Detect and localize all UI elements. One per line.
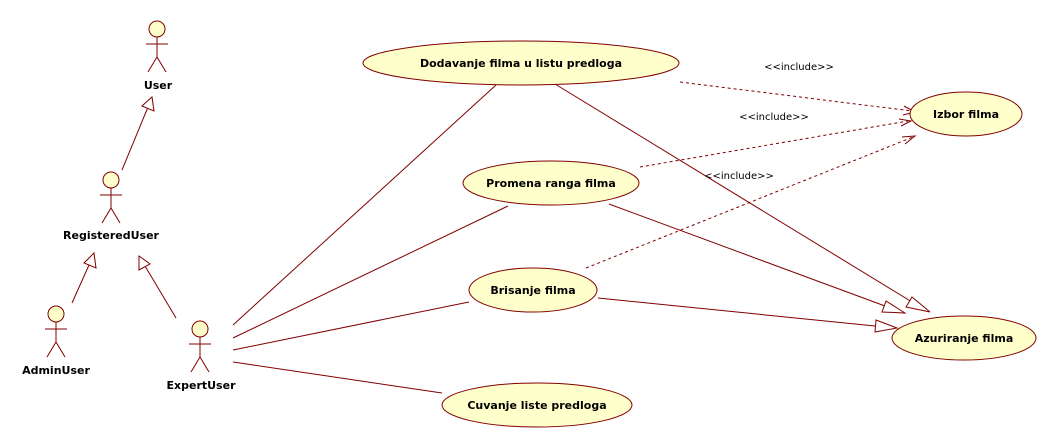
usecase-dodavanje-label: Dodavanje filma u listu predloga — [420, 57, 622, 70]
actor-expert-user[interactable]: ExpertUser — [167, 320, 237, 392]
usecase-promena[interactable]: Promena ranga filma — [462, 160, 640, 206]
usecase-izbor[interactable]: Izbor filma — [909, 91, 1023, 137]
actor-registered-user[interactable]: RegisteredUser — [63, 171, 160, 242]
actor-user[interactable]: User — [144, 20, 173, 92]
actor-admin-user[interactable]: AdminUser — [22, 305, 90, 377]
actor-user-label: User — [144, 79, 173, 92]
include-label-3: <<include>> — [704, 171, 774, 182]
include-brisanje-izbor — [585, 135, 917, 269]
actor-expert-user-label: ExpertUser — [167, 379, 237, 392]
generalization-promena-to-azuriranje — [608, 203, 907, 314]
association-expert-brisanje — [232, 301, 470, 351]
usecase-izbor-label: Izbor filma — [933, 108, 999, 121]
generalization-brisanje-to-azuriranje — [597, 297, 899, 333]
include-dodavanje-izbor — [679, 81, 917, 116]
usecase-azuriranje[interactable]: Azuriranje filma — [891, 315, 1037, 361]
actor-registered-user-label: RegisteredUser — [63, 229, 160, 242]
include-promena-izbor — [639, 118, 913, 168]
association-expert-promena — [232, 205, 509, 339]
actor-admin-user-label: AdminUser — [22, 364, 90, 377]
include-label-1: <<include>> — [764, 62, 834, 73]
association-expert-dodavanje — [232, 84, 497, 326]
include-label-2: <<include>> — [739, 112, 809, 123]
usecase-brisanje[interactable]: Brisanje filma — [468, 267, 598, 313]
generalization-dodavanje-to-azuriranje — [554, 83, 931, 313]
generalization-expert-to-registered — [138, 255, 177, 319]
association-expert-cuvanje — [232, 361, 443, 394]
usecase-cuvanje[interactable]: Cuvanje liste predloga — [441, 382, 633, 428]
usecase-dodavanje[interactable]: Dodavanje filma u listu predloga — [362, 40, 680, 86]
generalization-admin-to-registered — [71, 251, 97, 304]
usecase-brisanje-label: Brisanje filma — [490, 284, 575, 297]
usecase-promena-label: Promena ranga filma — [486, 177, 616, 190]
usecase-azuriranje-label: Azuriranje filma — [915, 332, 1014, 345]
usecase-cuvanje-label: Cuvanje liste predloga — [467, 399, 606, 412]
generalization-registered-to-user — [121, 96, 155, 171]
